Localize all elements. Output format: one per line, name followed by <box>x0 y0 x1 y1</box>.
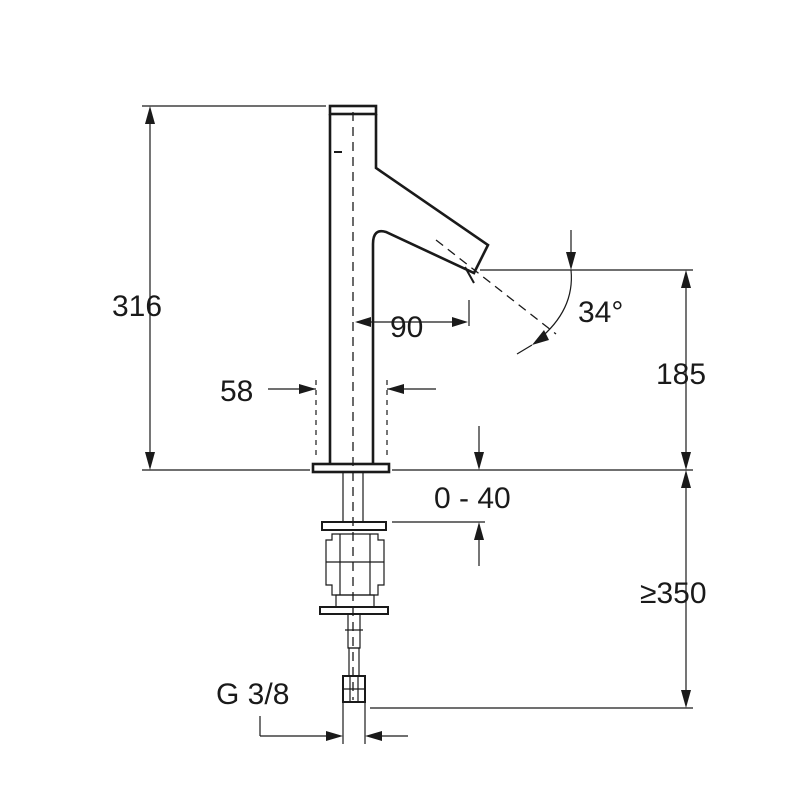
dimension-connection-thread: G 3/8 <box>216 678 408 744</box>
supply-hose <box>348 647 360 677</box>
label-spout-reach: 90 <box>390 311 423 344</box>
supply-rod <box>347 613 361 649</box>
label-hose-length: ≥350 <box>640 577 707 610</box>
spout-flow-axis <box>435 239 557 335</box>
dimension-base-diameter: 58 <box>220 375 436 408</box>
extension-lines <box>142 105 693 709</box>
dimension-spout-height: 185 <box>656 270 706 470</box>
under-deck-assembly <box>319 471 389 703</box>
spout-outlet-lip <box>464 266 475 284</box>
label-connection-thread: G 3/8 <box>216 678 289 711</box>
dimension-deck-thickness: 0 - 40 <box>434 426 511 566</box>
dimension-height-total: 316 <box>112 106 162 470</box>
label-deck-thickness: 0 - 40 <box>434 482 511 515</box>
faucet-column-outline <box>328 114 490 464</box>
base-plate <box>311 462 391 474</box>
label-spout-height: 185 <box>656 358 706 391</box>
label-height-total: 316 <box>112 290 162 323</box>
faucet-body <box>311 104 490 474</box>
dimension-spout-angle: 34° <box>516 230 623 355</box>
dimension-spout-reach: 90 <box>355 311 468 344</box>
fixing-nut <box>325 533 385 596</box>
label-base-diameter: 58 <box>220 375 253 408</box>
label-spout-angle: 34° <box>578 296 623 329</box>
washer <box>321 521 387 531</box>
dimension-hose-length: ≥350 <box>640 470 707 708</box>
lower-plate <box>319 606 389 615</box>
